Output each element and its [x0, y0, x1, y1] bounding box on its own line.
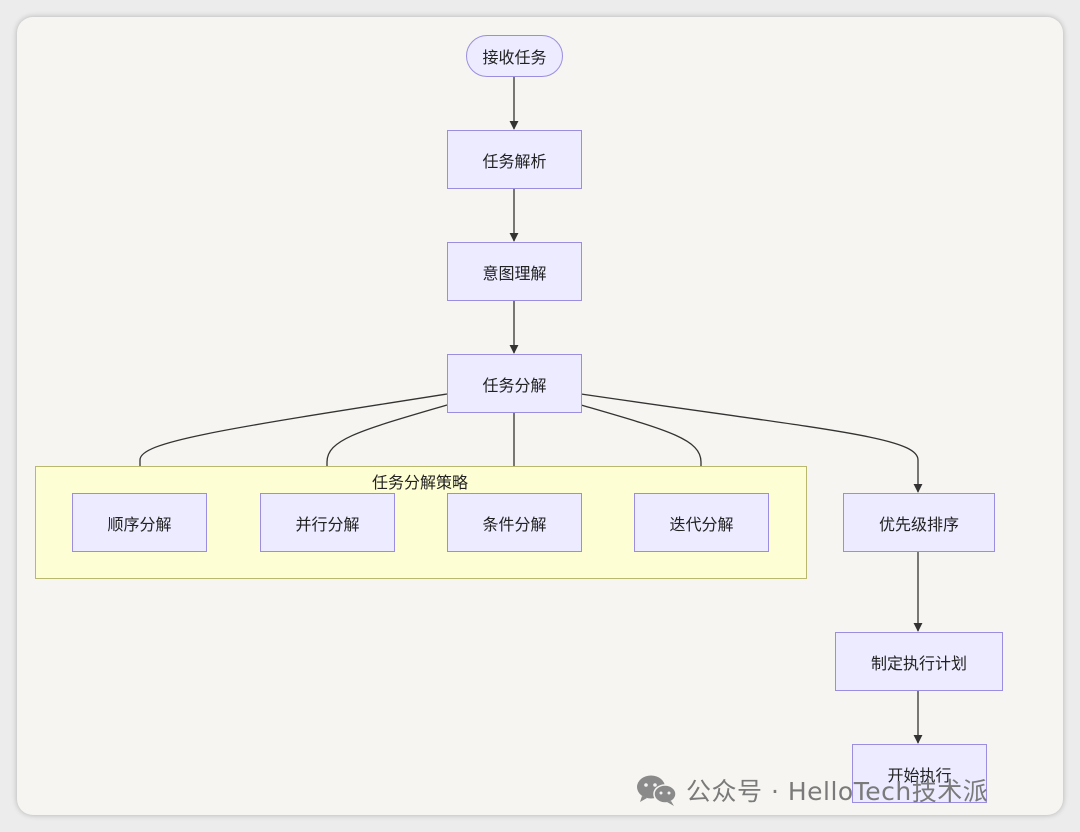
edges-layer — [135, 77, 923, 744]
node-task-decompose[interactable]: 任务分解 — [447, 354, 582, 413]
node-priority-sort[interactable]: 优先级排序 — [843, 493, 995, 552]
watermark: 公众号 · HelloTech技术派 — [634, 770, 988, 810]
node-iterative[interactable]: 迭代分解 — [634, 493, 769, 552]
edge-decompose-to-iterative — [580, 404, 706, 493]
node-sequential[interactable]: 顺序分解 — [72, 493, 207, 552]
wechat-icon — [637, 775, 677, 806]
edge-decompose-to-priority — [580, 393, 923, 493]
edge-decompose-to-parallel — [322, 404, 448, 493]
node-conditional[interactable]: 条件分解 — [447, 493, 582, 552]
node-start-exec[interactable]: 开始执行 — [852, 744, 987, 803]
node-intent-understand[interactable]: 意图理解 — [447, 242, 582, 301]
node-make-plan[interactable]: 制定执行计划 — [835, 632, 1003, 691]
node-task-parse[interactable]: 任务解析 — [447, 130, 582, 189]
node-parallel[interactable]: 并行分解 — [260, 493, 395, 552]
diagram-canvas: 任务分解策略 接收任务 任务解析 意图理解 任务分解 顺序分解 并行分解 条件分… — [17, 17, 1063, 815]
watermark-text: 公众号 · HelloTech技术派 — [686, 777, 989, 806]
node-receive-task[interactable]: 接收任务 — [466, 35, 563, 77]
edge-decompose-to-sequential — [135, 393, 448, 493]
strategy-group-title: 任务分解策略 — [371, 473, 468, 492]
